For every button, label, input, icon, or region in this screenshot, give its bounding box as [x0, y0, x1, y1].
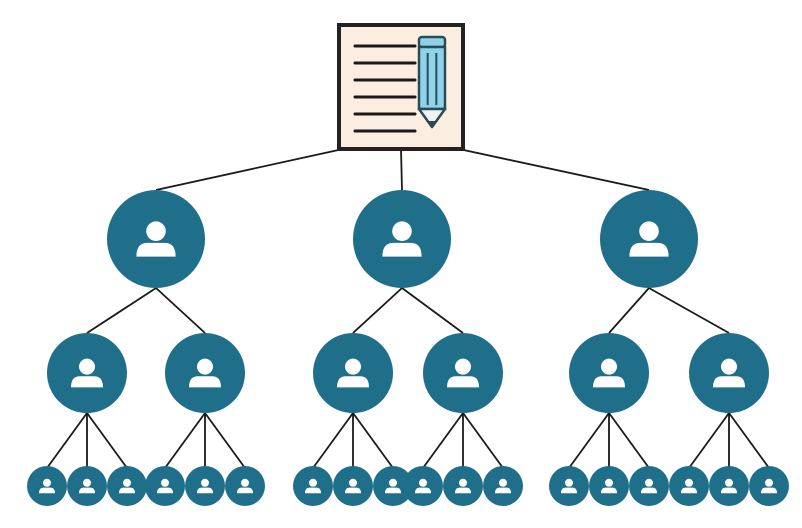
level3-user-node: [225, 466, 265, 506]
user-icon: [136, 221, 176, 257]
user-icon: [415, 478, 431, 494]
level3-user-node: [293, 466, 333, 506]
root-document-node: [337, 23, 465, 151]
connector-level1-to-level2: [86, 287, 157, 334]
pencil-icon: [417, 35, 447, 129]
level1-user-node: [107, 190, 205, 288]
user-icon: [337, 358, 369, 388]
level2-user-node: [313, 333, 393, 413]
user-icon: [385, 478, 401, 494]
connector-level2-to-level3: [568, 412, 610, 469]
level3-user-node: [483, 466, 523, 506]
level3-user-node: [373, 466, 413, 506]
connector-level2-to-level3: [608, 412, 650, 469]
level3-user-node: [145, 466, 185, 506]
user-icon: [197, 478, 213, 494]
org-nodes: [27, 23, 789, 506]
user-icon: [119, 478, 135, 494]
connector-level2-to-level3: [422, 412, 464, 469]
level3-user-node: [669, 466, 709, 506]
connector-level2-to-level3: [462, 412, 504, 469]
user-icon: [601, 478, 617, 494]
document-lines-icon: [353, 44, 417, 133]
level1-user-node: [600, 190, 698, 288]
level2-user-node: [569, 333, 649, 413]
level3-user-node: [107, 466, 147, 506]
user-icon: [593, 358, 625, 388]
level3-user-node: [403, 466, 443, 506]
level3-user-node: [185, 466, 225, 506]
connector-level2-to-level3: [204, 412, 246, 469]
connector-level2-to-level3: [86, 412, 128, 469]
connector-level2-to-level3: [728, 412, 770, 469]
level2-user-node: [689, 333, 769, 413]
user-icon: [305, 478, 321, 494]
connector-level2-to-level3: [688, 412, 730, 469]
user-icon: [237, 478, 253, 494]
user-icon: [681, 478, 697, 494]
connector-level1-to-level2: [608, 287, 650, 334]
connector-level2-to-level3: [46, 412, 88, 469]
user-icon: [629, 221, 669, 257]
connector-level1-to-level2: [401, 287, 464, 334]
user-icon: [721, 478, 737, 494]
level3-user-node: [749, 466, 789, 506]
user-icon: [713, 358, 745, 388]
user-icon: [561, 478, 577, 494]
connector-level2-to-level3: [164, 412, 206, 469]
user-icon: [39, 478, 55, 494]
level2-user-node: [165, 333, 245, 413]
level3-user-node: [333, 466, 373, 506]
user-icon: [455, 478, 471, 494]
level3-user-node: [27, 466, 67, 506]
user-icon: [79, 478, 95, 494]
level2-user-node: [47, 333, 127, 413]
connector-root-to-level1: [400, 148, 403, 191]
connector-level1-to-level2: [155, 287, 206, 334]
connector-level2-to-level3: [312, 412, 354, 469]
connector-root-to-level1: [458, 148, 650, 191]
level1-user-node: [353, 190, 451, 288]
connector-level1-to-level2: [648, 287, 730, 334]
level3-user-node: [629, 466, 669, 506]
user-icon: [345, 478, 361, 494]
level3-user-node: [67, 466, 107, 506]
user-icon: [71, 358, 103, 388]
connector-lines: [46, 148, 770, 469]
level2-user-node: [423, 333, 503, 413]
connector-level2-to-level3: [352, 412, 394, 469]
level3-user-node: [589, 466, 629, 506]
connector-level1-to-level2: [352, 287, 403, 334]
level3-user-node: [549, 466, 589, 506]
user-icon: [641, 478, 657, 494]
user-icon: [761, 478, 777, 494]
connector-root-to-level1: [155, 148, 344, 191]
level3-user-node: [443, 466, 483, 506]
user-icon: [189, 358, 221, 388]
user-icon: [495, 478, 511, 494]
level3-user-node: [709, 466, 749, 506]
user-icon: [447, 358, 479, 388]
user-icon: [382, 221, 422, 257]
user-icon: [157, 478, 173, 494]
